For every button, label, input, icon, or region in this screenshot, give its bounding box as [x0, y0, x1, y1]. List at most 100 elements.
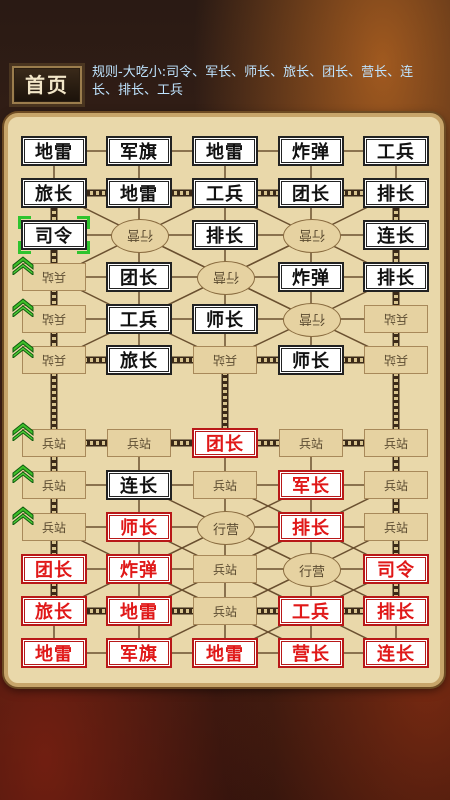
station-label: 兵站: [383, 311, 408, 326]
station-label: 兵站: [298, 436, 323, 451]
station-8-0[interactable]: 兵站: [12, 506, 86, 541]
red-piece-10-1[interactable]: 地雷: [107, 597, 171, 625]
piece-label: 团长: [206, 434, 244, 455]
station-label: 兵站: [383, 478, 408, 493]
rules-text: 规则-大吃小:司令、军长、师长、旅长、团长、营长、连长、排长、工兵: [92, 65, 414, 98]
station-4-0[interactable]: 兵站: [12, 298, 86, 333]
red-piece-9-4[interactable]: 司令: [364, 555, 428, 583]
black-piece-1-0[interactable]: 旅长: [22, 179, 86, 207]
station-9-2[interactable]: 兵站: [193, 555, 257, 583]
black-piece-4-2[interactable]: 师长: [193, 305, 257, 333]
station-5-2[interactable]: 兵站: [193, 346, 257, 374]
camp-label: 行营: [298, 310, 325, 326]
black-piece-1-2[interactable]: 工兵: [193, 179, 257, 207]
red-piece-7-3[interactable]: 军长: [279, 471, 343, 499]
camp-2-1[interactable]: 行营: [111, 219, 169, 253]
black-piece-3-3[interactable]: 炸弹: [279, 263, 343, 291]
piece-label: 工兵: [292, 602, 330, 623]
station-label: 兵站: [212, 352, 237, 367]
black-piece-0-4[interactable]: 工兵: [364, 137, 428, 165]
camp-4-3[interactable]: 行营: [283, 303, 341, 337]
red-piece-11-3[interactable]: 营长: [279, 639, 343, 667]
red-piece-10-0[interactable]: 旅长: [22, 597, 86, 625]
station-label: 兵站: [383, 520, 408, 535]
selection-corner: [77, 241, 90, 254]
black-piece-2-4[interactable]: 连长: [364, 221, 428, 249]
piece-label: 团长: [35, 560, 73, 581]
station-label: 兵站: [41, 352, 66, 367]
station-label: 兵站: [41, 311, 66, 326]
station-6-1[interactable]: 兵站: [107, 429, 171, 457]
red-piece-10-3[interactable]: 工兵: [279, 597, 343, 625]
camp-3-2[interactable]: 行营: [197, 261, 255, 295]
black-piece-1-4[interactable]: 排长: [364, 179, 428, 207]
piece-label: 旅长: [35, 602, 73, 623]
camp-8-2[interactable]: 行营: [197, 511, 255, 545]
red-piece-9-0[interactable]: 团长: [22, 555, 86, 583]
camp-label: 行营: [298, 564, 325, 580]
rank-chevron-icon: [12, 464, 34, 483]
rank-chevron-icon: [12, 298, 34, 317]
station-4-4[interactable]: 兵站: [364, 305, 428, 333]
black-piece-2-0[interactable]: 司令: [22, 221, 86, 249]
station-7-4[interactable]: 兵站: [364, 471, 428, 499]
piece-label: 连长: [377, 644, 415, 665]
black-piece-3-1[interactable]: 团长: [107, 263, 171, 291]
black-piece-7-1[interactable]: 连长: [107, 471, 171, 499]
station-label: 兵站: [383, 352, 408, 367]
camp-label: 行营: [298, 226, 325, 242]
piece-label: 司令: [377, 560, 415, 581]
station-5-4[interactable]: 兵站: [364, 346, 428, 374]
station-7-0[interactable]: 兵站: [12, 464, 86, 499]
station-10-2[interactable]: 兵站: [193, 597, 257, 625]
piece-label: 地雷: [35, 142, 73, 163]
piece-label: 排长: [377, 602, 415, 623]
red-piece-10-4[interactable]: 排长: [364, 597, 428, 625]
red-piece-8-1[interactable]: 师长: [107, 513, 171, 541]
piece-label: 地雷: [120, 184, 158, 205]
piece-label: 排长: [377, 184, 415, 205]
camp-2-3[interactable]: 行营: [283, 219, 341, 253]
red-piece-11-4[interactable]: 连长: [364, 639, 428, 667]
red-piece-6-2[interactable]: 团长: [193, 429, 257, 457]
station-8-4[interactable]: 兵站: [364, 513, 428, 541]
black-piece-0-3[interactable]: 炸弹: [279, 137, 343, 165]
station-label: 兵站: [212, 562, 237, 577]
piece-label: 司令: [35, 226, 73, 247]
black-piece-5-3[interactable]: 师长: [279, 346, 343, 374]
black-piece-0-2[interactable]: 地雷: [193, 137, 257, 165]
red-piece-11-2[interactable]: 地雷: [193, 639, 257, 667]
black-piece-0-0[interactable]: 地雷: [22, 137, 86, 165]
piece-label: 连长: [377, 226, 415, 247]
station-6-4[interactable]: 兵站: [364, 429, 428, 457]
station-7-2[interactable]: 兵站: [193, 471, 257, 499]
piece-label: 地雷: [206, 644, 244, 665]
black-piece-3-4[interactable]: 排长: [364, 263, 428, 291]
piece-label: 师长: [206, 310, 244, 331]
red-piece-9-1[interactable]: 炸弹: [107, 555, 171, 583]
red-piece-8-3[interactable]: 排长: [279, 513, 343, 541]
black-piece-0-1[interactable]: 军旗: [107, 137, 171, 165]
selection-highlight: [18, 216, 90, 254]
station-6-0[interactable]: 兵站: [12, 422, 86, 457]
piece-label: 工兵: [377, 142, 415, 163]
camp-9-3[interactable]: 行营: [283, 553, 341, 587]
station-6-3[interactable]: 兵站: [279, 429, 343, 457]
black-piece-2-2[interactable]: 排长: [193, 221, 257, 249]
piece-label: 工兵: [206, 184, 244, 205]
station-label: 兵站: [41, 478, 66, 493]
piece-label: 地雷: [206, 142, 244, 163]
red-piece-11-0[interactable]: 地雷: [22, 639, 86, 667]
red-piece-11-1[interactable]: 军旗: [107, 639, 171, 667]
station-3-0[interactable]: 兵站: [12, 256, 86, 291]
black-piece-4-1[interactable]: 工兵: [107, 305, 171, 333]
station-5-0[interactable]: 兵站: [12, 339, 86, 374]
rank-chevron-icon: [12, 339, 34, 358]
camp-label: 行营: [212, 522, 239, 538]
black-piece-1-1[interactable]: 地雷: [107, 179, 171, 207]
piece-label: 军长: [292, 476, 330, 497]
black-piece-5-1[interactable]: 旅长: [107, 346, 171, 374]
black-piece-1-3[interactable]: 团长: [279, 179, 343, 207]
home-button[interactable]: 首页: [12, 66, 82, 104]
piece-label: 军旗: [120, 142, 158, 163]
